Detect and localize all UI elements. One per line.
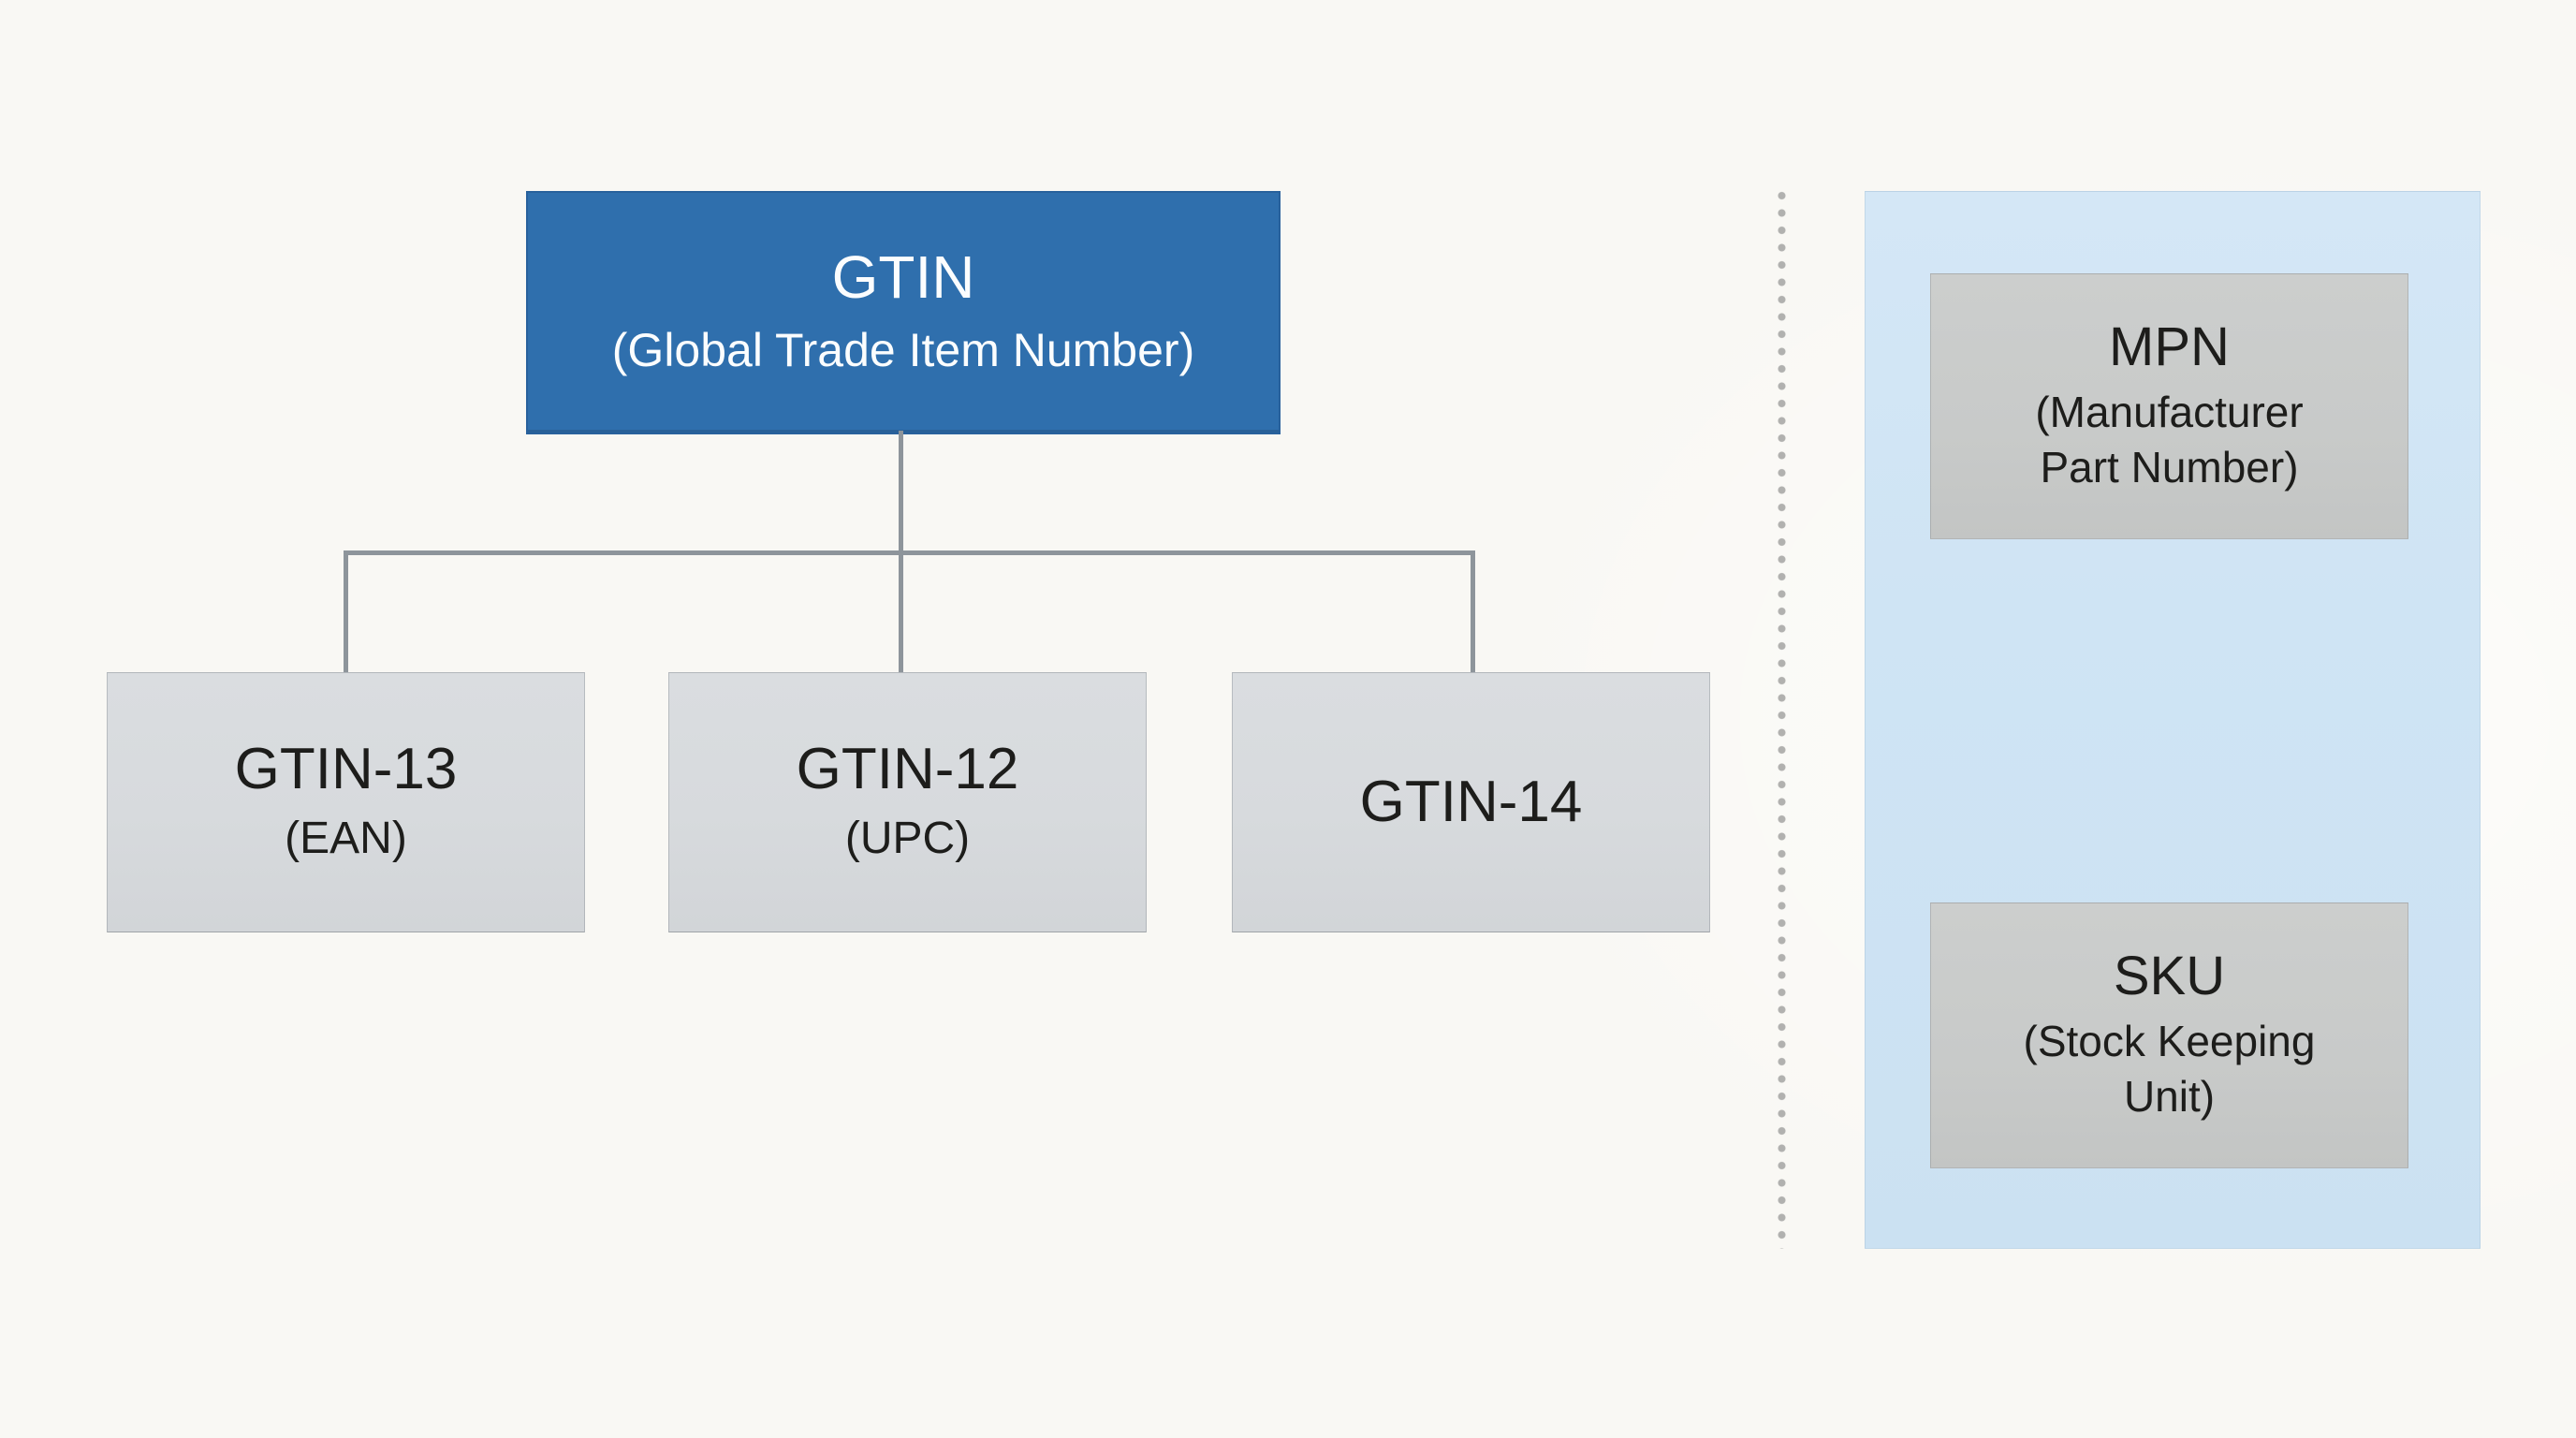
connector-drop-right [1471,550,1475,674]
gtin-root-subtitle: (Global Trade Item Number) [611,324,1195,377]
gtin-13-title: GTIN-13 [234,737,458,802]
gtin-12-title: GTIN-12 [796,737,1019,802]
dotted-divider [1778,187,1786,1249]
sku-title: SKU [2113,945,2226,1006]
mpn-subtitle: (Manufacturer Part Number) [2035,387,2304,492]
mpn-title: MPN [2109,315,2230,377]
mpn-box: MPN (Manufacturer Part Number) [1930,273,2408,539]
gtin-12-subtitle: (UPC) [844,814,971,864]
sku-subtitle: (Stock Keeping Unit) [2023,1016,2316,1122]
gtin-root-box: GTIN (Global Trade Item Number) [526,191,1281,434]
connector-stem [899,431,903,553]
connector-drop-middle [899,550,903,674]
gtin-14-title: GTIN-14 [1359,770,1583,835]
connector-horizontal [344,550,1475,555]
gtin-root-title: GTIN [831,242,975,311]
gtin-12-box: GTIN-12 (UPC) [668,672,1147,932]
gtin-13-box: GTIN-13 (EAN) [107,672,585,932]
connector-drop-left [344,550,348,674]
gtin-13-subtitle: (EAN) [285,814,407,864]
sku-box: SKU (Stock Keeping Unit) [1930,902,2408,1168]
gtin-14-box: GTIN-14 [1232,672,1710,932]
